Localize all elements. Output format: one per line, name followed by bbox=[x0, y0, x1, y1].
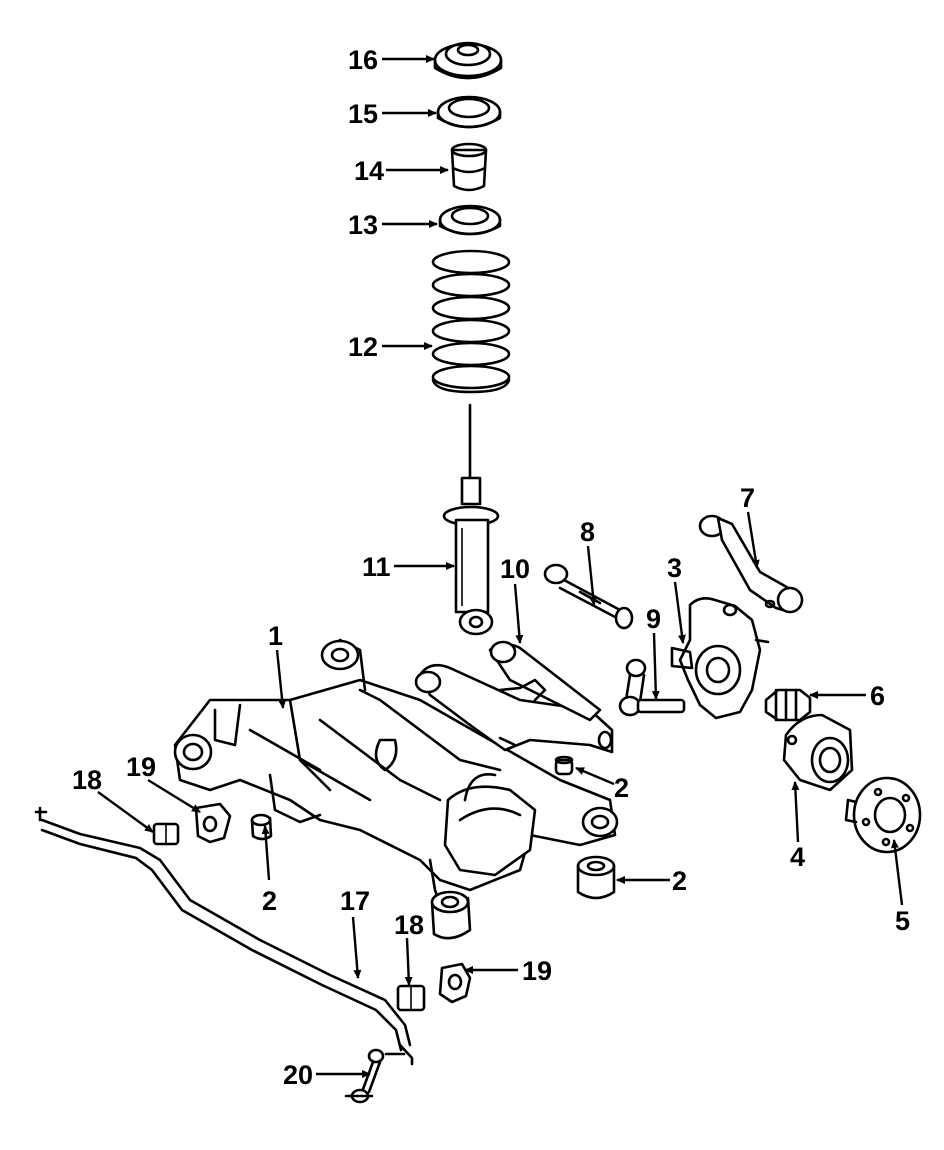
callout-12: 12 bbox=[348, 332, 378, 362]
callout-2-right: 2 bbox=[672, 866, 687, 896]
callout-2-left: 2 bbox=[262, 886, 277, 916]
stabilizer-bracket-right bbox=[438, 962, 472, 1004]
lower-spring-seat bbox=[438, 204, 502, 236]
boot bbox=[764, 688, 812, 722]
bushing-small-right bbox=[554, 755, 574, 776]
stabilizer-bushing-right bbox=[396, 984, 426, 1012]
callout-18-right: 18 bbox=[394, 910, 424, 940]
toe-link bbox=[618, 658, 686, 717]
bushing-right bbox=[576, 855, 616, 900]
callout-3: 3 bbox=[667, 553, 682, 583]
callout-9: 9 bbox=[646, 604, 661, 634]
callout-10: 10 bbox=[500, 554, 530, 584]
upper-spring-seat bbox=[436, 95, 502, 129]
callout-19-left: 19 bbox=[126, 752, 156, 782]
strut-mount bbox=[433, 41, 503, 80]
trailing-arm bbox=[414, 640, 614, 754]
stabilizer-bushing-left bbox=[152, 822, 180, 846]
bushing-small-left bbox=[250, 813, 273, 841]
callout-11: 11 bbox=[362, 552, 391, 582]
callout-19-right: 19 bbox=[522, 956, 552, 986]
callout-4: 4 bbox=[790, 842, 805, 872]
bushing-lower bbox=[430, 890, 472, 940]
callout-2-center: 2 bbox=[614, 773, 629, 803]
stabilizer-bar bbox=[34, 806, 414, 1066]
callout-6: 6 bbox=[870, 681, 885, 711]
callout-18-left: 18 bbox=[72, 765, 102, 795]
wheel-hub bbox=[844, 776, 922, 854]
callout-14: 14 bbox=[354, 156, 384, 186]
wheel-bearing bbox=[782, 713, 854, 792]
subframe bbox=[173, 638, 619, 907]
callout-5: 5 bbox=[895, 906, 910, 936]
lateral-link bbox=[543, 563, 634, 630]
bump-stop bbox=[450, 142, 488, 192]
leader-lines bbox=[97, 55, 904, 1078]
callout-7: 7 bbox=[740, 483, 755, 513]
callout-16: 16 bbox=[348, 45, 378, 75]
callout-15: 15 bbox=[348, 99, 378, 129]
upper-control-arm bbox=[698, 514, 804, 614]
callout-numbers: 1 2 2 2 3 4 5 6 7 8 9 10 11 12 13 14 15 … bbox=[72, 45, 910, 1090]
stabilizer-link bbox=[344, 1048, 406, 1104]
knuckle bbox=[670, 597, 770, 720]
callout-1: 1 bbox=[268, 621, 283, 651]
stabilizer-bracket-left bbox=[194, 802, 232, 844]
callout-8: 8 bbox=[580, 517, 595, 547]
coil-spring bbox=[431, 249, 511, 394]
callout-13: 13 bbox=[348, 210, 378, 240]
callout-20: 20 bbox=[283, 1060, 313, 1090]
callout-17: 17 bbox=[340, 886, 370, 916]
shock-absorber bbox=[442, 403, 500, 636]
